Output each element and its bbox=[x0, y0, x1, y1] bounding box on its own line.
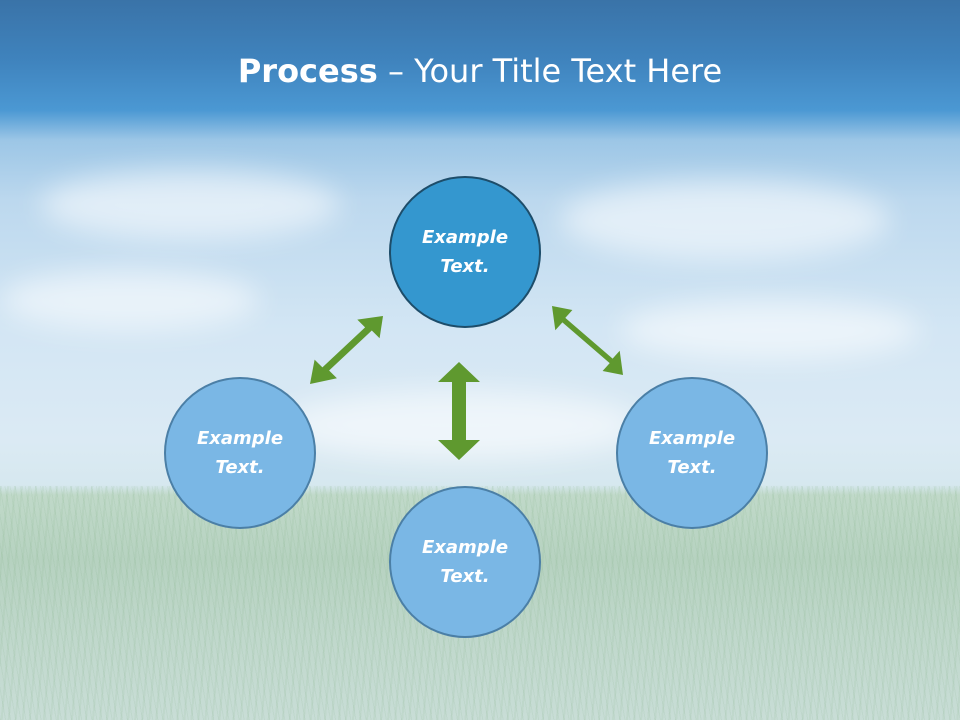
slide-title: Process – Your Title Text Here bbox=[0, 52, 960, 90]
node-label-line: Example bbox=[421, 537, 509, 558]
node-label-line: Text. bbox=[667, 457, 717, 478]
node-label-line: Example bbox=[648, 428, 736, 449]
arrow-top-right bbox=[552, 306, 623, 375]
cloud bbox=[0, 270, 260, 330]
title-bold: Process bbox=[237, 52, 378, 90]
node-label-line: Text. bbox=[215, 457, 265, 478]
arrow-vertical bbox=[438, 362, 480, 460]
node-label-line: Example bbox=[196, 428, 284, 449]
node-label-line: Example bbox=[421, 227, 509, 248]
node-label-line: Text. bbox=[440, 566, 490, 587]
node-label-line: Text. bbox=[440, 256, 490, 277]
cloud bbox=[40, 170, 340, 240]
cloud bbox=[620, 300, 920, 360]
title-rest: – Your Title Text Here bbox=[377, 52, 723, 90]
arrow-top-left bbox=[310, 316, 383, 384]
cloud bbox=[560, 180, 890, 260]
